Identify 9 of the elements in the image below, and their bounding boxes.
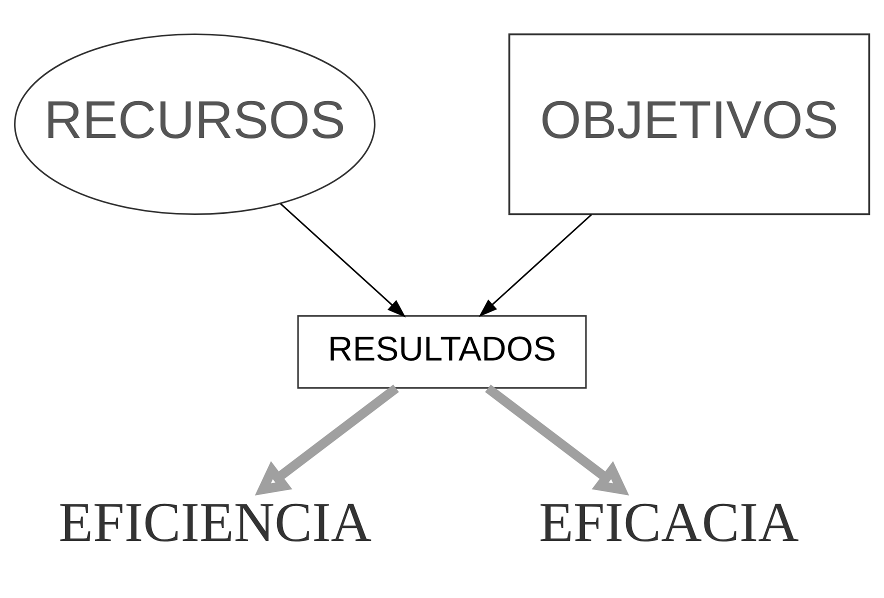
- node-box: OBJETIVOS: [508, 32, 870, 215]
- node-box: RESULTADOS: [297, 314, 587, 388]
- arrow: [280, 202, 406, 317]
- node-text: EFICACIA: [539, 491, 799, 554]
- node-ellipse: RECURSOS: [14, 32, 376, 214]
- arrow: [254, 384, 399, 495]
- node-text: EFICIENCIA: [58, 491, 372, 554]
- arrow: [485, 384, 630, 495]
- arrow: [478, 213, 592, 316]
